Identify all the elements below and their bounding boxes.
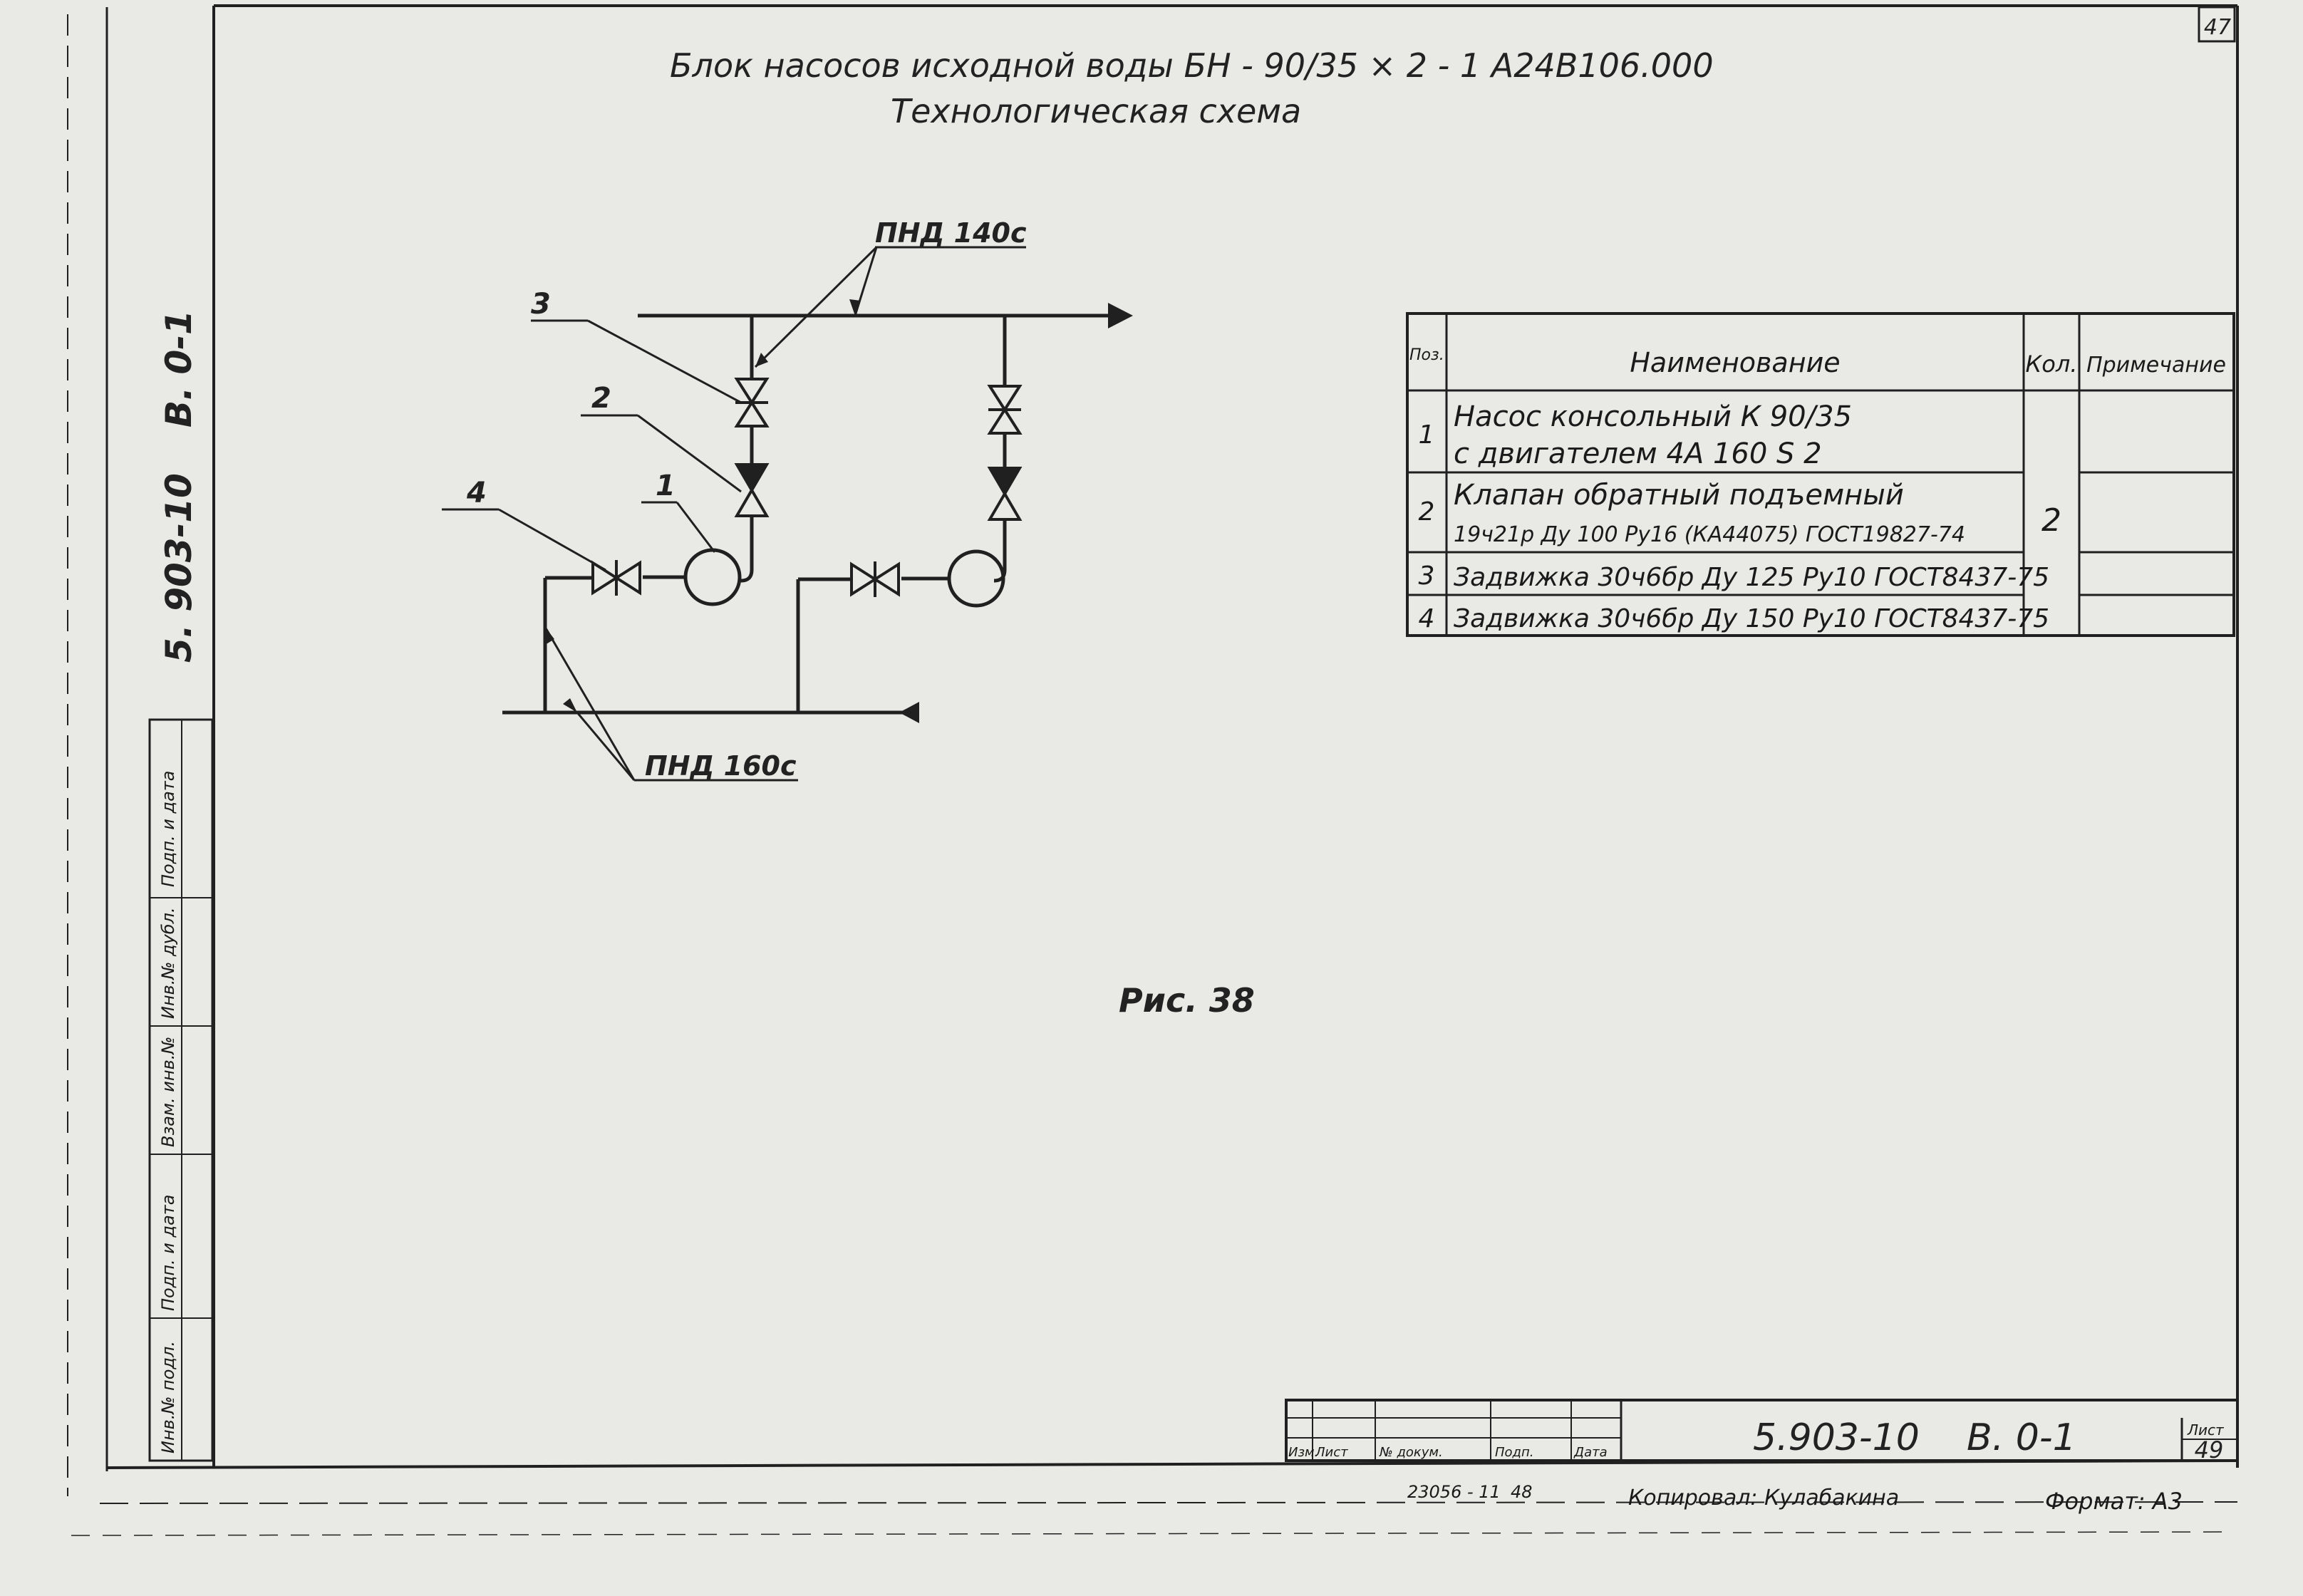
- tb-inv-number: 23056 - 11: [1407, 1482, 1501, 1502]
- row-3-pos: 3: [1419, 561, 1435, 591]
- check-valve-icon: [987, 467, 1023, 521]
- table-header-pos: Поз.: [1409, 346, 1444, 364]
- row-1-name-line1: Насос консольный К 90/35: [1454, 400, 1852, 433]
- tb-doc-code: 5.903-10: [1753, 1416, 1920, 1459]
- spec-table: Поз. Наименование Кол. Примечание 1 Насо…: [1406, 312, 2235, 637]
- side-code-group: 5. 903-10 В. 0-1: [158, 310, 200, 663]
- tb-part: В. 0-1: [1967, 1416, 2076, 1459]
- tb-sheet-label: Лист: [2187, 1421, 2225, 1439]
- pipe-label-top: ПНД 140с: [875, 217, 1027, 249]
- sheet-frame: [67, 4, 2239, 1536]
- row-2-name-line1: Клапан обратный подъемный: [1454, 479, 1904, 512]
- tb-copied-by: Копировал: Кулабакина: [1628, 1486, 1899, 1510]
- stamp-label-2: Подп. и дата: [158, 1195, 178, 1312]
- title-block: Изм. Лист № докум. Подп. Дата 5.903-10 В…: [1285, 1399, 2239, 1515]
- row-3-name: Задвижка 30ч6бр Ду 125 Ру10 ГОСТ8437-75: [1454, 563, 2049, 592]
- callout-leaders: [442, 246, 1026, 782]
- side-code-series: 5. 903-10: [158, 473, 200, 663]
- corner-number-box: [2198, 6, 2236, 43]
- tb-sheet-number: 49: [2195, 1436, 2224, 1463]
- row-1-pos: 1: [1419, 420, 1435, 450]
- tb-col-doc: № докум.: [1379, 1445, 1443, 1460]
- callout-4: 4: [466, 477, 487, 509]
- tb-col-list: Лист: [1315, 1445, 1348, 1460]
- discharge-arrow-icon: [1108, 303, 1133, 328]
- gate-valve-icon: [850, 561, 900, 597]
- pipe-label-bottom: ПНД 160с: [645, 750, 797, 782]
- check-valve-icon: [734, 463, 770, 517]
- gate-valve-icon: [591, 560, 641, 596]
- tb-col-sign: Подп.: [1495, 1445, 1533, 1460]
- stamp-label-1: Инв.№ подл.: [158, 1341, 178, 1454]
- corner-sheet-number: 47: [2204, 15, 2231, 40]
- callout-2: 2: [591, 382, 611, 415]
- row-2-pos: 2: [1419, 497, 1435, 527]
- left-stamp: Подп. и дата Инв.№ дубл. Взам. инв.№ Под…: [148, 718, 214, 1462]
- pump-icon: [947, 549, 1005, 608]
- row-4-name: Задвижка 30ч6бр Ду 150 Ру10 ГОСТ8437-75: [1454, 604, 2049, 633]
- row-2-name-line2: 19ч21р Ду 100 Ру16 (КА44075) ГОСТ19827-7…: [1454, 522, 1965, 547]
- row-1-name-line2: с двигателем 4А 160 S 2: [1454, 437, 1822, 470]
- piping-diagram: ПНД 140с ПНД 160с 3 2 1 4: [442, 217, 1133, 782]
- tb-format: Формат: А3: [2045, 1488, 2183, 1515]
- callout-1: 1: [656, 470, 676, 502]
- pump-icon: [683, 548, 742, 606]
- stamp-label-5: Подп. и дата: [158, 771, 178, 888]
- drawing-title-line2: Технологическая схема: [891, 92, 1301, 130]
- stamp-label-3: Взам. инв.№: [158, 1037, 178, 1147]
- gate-valve-icon: [987, 385, 1023, 435]
- table-header-name: Наименование: [1630, 347, 1840, 378]
- qty-value: 2: [2041, 502, 2061, 539]
- callout-3: 3: [531, 288, 551, 321]
- figure-caption: Рис. 38: [1119, 981, 1255, 1020]
- row-4-pos: 4: [1419, 604, 1435, 633]
- side-code-part: В. 0-1: [158, 310, 200, 428]
- table-header-qty: Кол.: [2026, 351, 2078, 378]
- tb-inv-sheet: 48: [1511, 1482, 1533, 1502]
- drawing-title-line1: Блок насосов исходной воды БН - 90/35 × …: [670, 46, 1714, 85]
- suction-end-icon: [899, 702, 919, 723]
- table-header-note: Примечание: [2086, 353, 2226, 378]
- tb-col-date: Дата: [1573, 1445, 1608, 1460]
- stamp-label-4: Инв.№ дубл.: [158, 907, 178, 1019]
- tb-col-izm: Изм.: [1288, 1445, 1318, 1460]
